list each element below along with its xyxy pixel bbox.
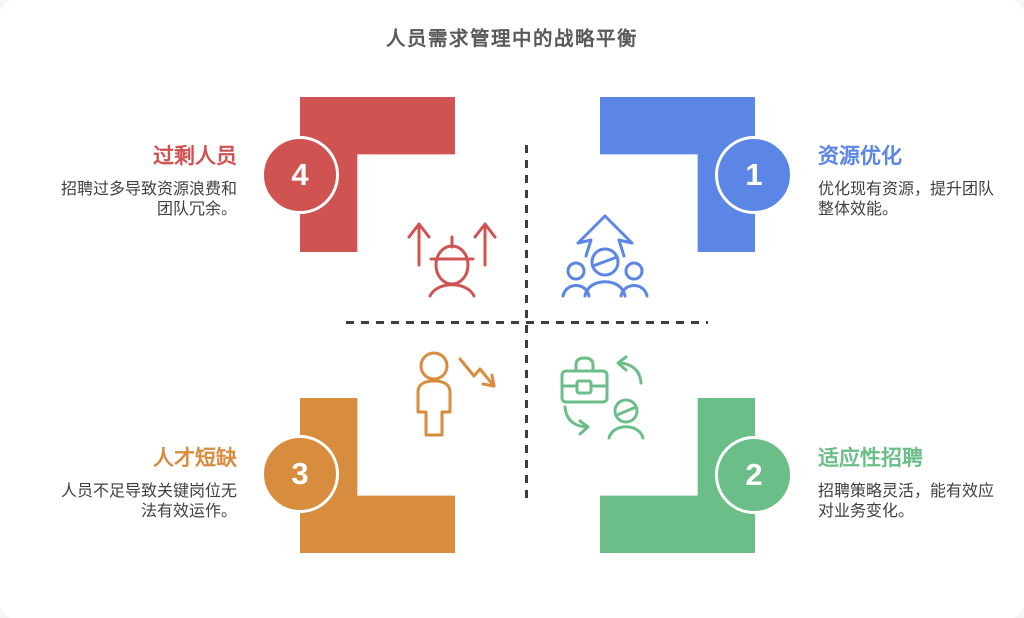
step-badge-2: 2	[715, 436, 793, 514]
step-badge-4: 4	[261, 136, 339, 214]
quadrant-title: 适应性招聘	[818, 447, 923, 470]
step-number: 2	[745, 457, 763, 492]
quadrant-text: 资源优化 优化现有资源，提升团队整体效能。	[818, 140, 1006, 220]
step-number: 3	[291, 456, 309, 491]
quadrant-description: 招聘策略灵活，能有效应对业务变化。	[818, 483, 995, 520]
briefcase-person-exchange-icon	[560, 355, 645, 440]
step-badge-1: 1	[715, 136, 793, 214]
person-decline-arrow-icon	[416, 351, 496, 437]
step-badge-3: 3	[261, 435, 339, 513]
quadrant-description: 招聘过多导致资源浪费和团队冗余。	[60, 181, 237, 218]
quadrant-text: 适应性招聘 招聘策略灵活，能有效应对业务变化。	[818, 442, 1006, 522]
quadrant-title: 资源优化	[818, 145, 902, 168]
quadrant-title: 人才短缺	[153, 447, 237, 470]
person-up-arrows-icon	[407, 222, 497, 298]
quadrant-description: 人员不足导致关键岗位无法有效运作。	[60, 483, 237, 520]
quadrant-description: 优化现有资源，提升团队整体效能。	[818, 181, 995, 218]
quadrant-text: 过剩人员 招聘过多导致资源浪费和团队冗余。	[49, 140, 237, 220]
quadrant-title: 过剩人员	[153, 145, 237, 168]
page-title: 人员需求管理中的战略平衡	[385, 28, 638, 50]
quadrant-text: 人才短缺 人员不足导致关键岗位无法有效运作。	[49, 442, 237, 522]
dashed-divider-vertical	[525, 145, 528, 502]
step-number: 1	[745, 157, 763, 192]
step-number: 4	[291, 157, 309, 192]
team-growth-arrow-icon	[561, 214, 649, 298]
